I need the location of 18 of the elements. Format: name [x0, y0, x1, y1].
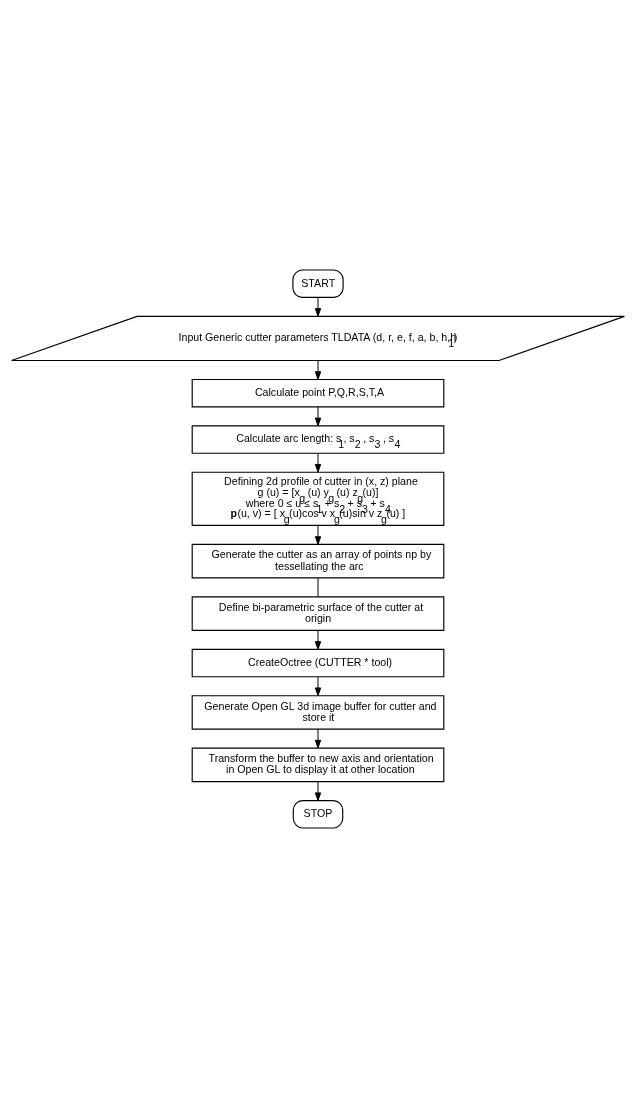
node-box: START	[292, 269, 344, 298]
node-box: STOP	[292, 800, 344, 829]
arrow	[314, 297, 322, 317]
node-box: Generate Open GL 3d image buffer for cutter and store it	[191, 695, 445, 730]
arrow	[314, 406, 322, 427]
arrow	[314, 525, 322, 545]
connector	[317, 577, 319, 598]
arrow	[314, 676, 322, 696]
node-box: CreateOctree (CUTTER * tool)	[191, 648, 445, 678]
node-box: Calculate point P,Q,R,S,T,A	[191, 378, 445, 408]
arrow	[314, 630, 322, 650]
arrow	[314, 452, 322, 473]
arrow	[314, 781, 322, 801]
node-box: Transform the buffer to new axis and orientation in Open GL to display it at other location	[191, 747, 445, 783]
arrow	[314, 728, 322, 749]
node-box: Generate the cutter as an array of points np by tessellating the arc	[191, 543, 445, 579]
arrow	[314, 360, 322, 380]
node-box: Define bi-parametric surface of the cutter at origin	[191, 596, 445, 631]
